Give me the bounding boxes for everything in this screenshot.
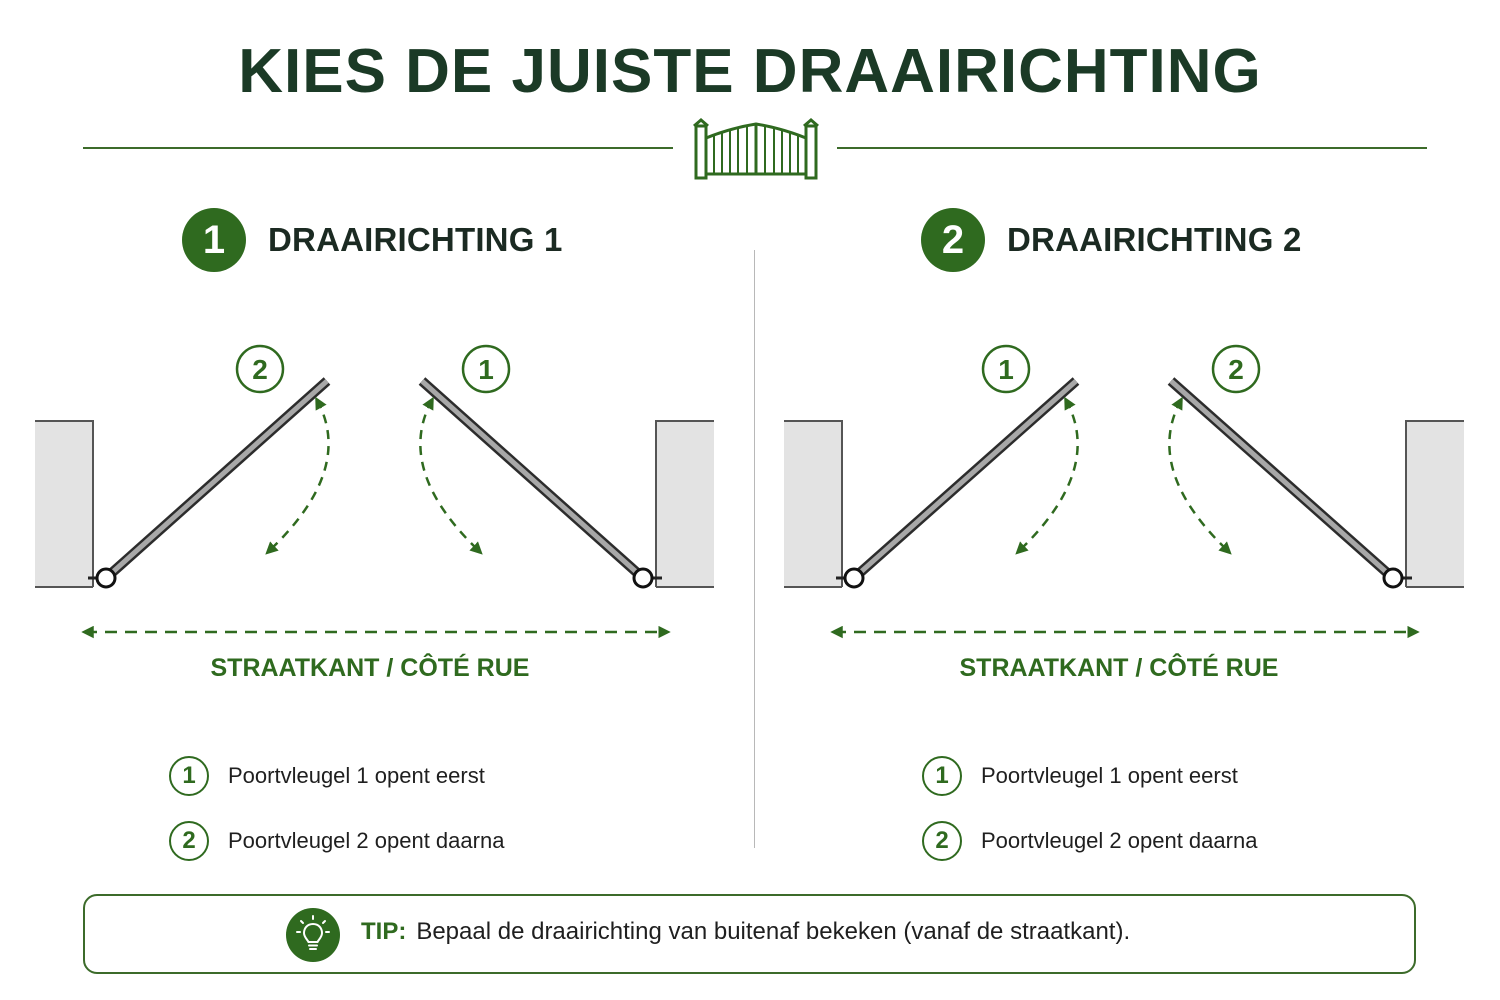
section-2-legend-item: 2 Poortvleugel 2 opent daarna [922, 821, 1257, 861]
legend-number: 2 [922, 821, 962, 861]
right-pillar [656, 421, 714, 587]
right-swing-arrow [1168, 396, 1232, 555]
section-2-title: DRAAIRICHTING 2 [1007, 221, 1302, 258]
section-2-legend-item: 1 Poortvleugel 1 opent eerst [922, 756, 1238, 796]
left-hinge [843, 567, 865, 589]
lightbulb-icon [286, 908, 340, 962]
right-leaf-number: 1 [478, 354, 494, 385]
gate-icon [693, 118, 819, 180]
section-2-street-label: STRAATKANT / CÔTÉ RUE [959, 654, 1279, 682]
diagram-2: 1 2 [784, 344, 1464, 639]
header-rule-left [83, 147, 673, 149]
left-leaf-number: 2 [252, 354, 268, 385]
section-1-number: 1 [182, 208, 246, 272]
right-hinge [1382, 567, 1404, 589]
section-1-street-label: STRAATKANT / CÔTÉ RUE [210, 654, 530, 682]
tip-message: Bepaal de draairichting van buitenaf bek… [416, 918, 1131, 945]
right-leaf-number: 2 [1228, 354, 1244, 385]
section-2-header: 2 DRAAIRICHTING 2 [921, 208, 1302, 272]
section-1-legend-item: 2 Poortvleugel 2 opent daarna [169, 821, 504, 861]
tip-label: TIP: [361, 918, 407, 945]
section-1-header: 1 DRAAIRICHTING 1 [182, 208, 563, 272]
diagram-1: 2 1 [35, 344, 714, 639]
section-divider [754, 250, 755, 848]
header-rule-right [837, 147, 1427, 149]
section-1-title: DRAAIRICHTING 1 [268, 221, 563, 258]
left-swing-arrow [1015, 396, 1079, 555]
tip-box: TIP: Bepaal de draairichting van buitenaf… [83, 894, 1416, 974]
left-pillar [35, 421, 93, 587]
legend-number: 1 [169, 756, 209, 796]
legend-text: Poortvleugel 2 opent daarna [981, 828, 1258, 853]
page-title: KIES DE JUISTE DRAAIRICHTING [238, 37, 1262, 106]
legend-text: Poortvleugel 2 opent daarna [228, 828, 505, 853]
tip-text: TIP: Bepaal de draairichting van buitenaf… [361, 918, 1130, 946]
right-swing-arrow [419, 396, 483, 555]
left-leaf-number: 1 [998, 354, 1014, 385]
legend-number: 1 [922, 756, 962, 796]
right-hinge [632, 567, 654, 589]
legend-text: Poortvleugel 1 opent eerst [981, 763, 1238, 788]
left-swing-arrow [265, 396, 330, 555]
section-2-number: 2 [921, 208, 985, 272]
left-pillar [784, 421, 842, 587]
legend-number: 2 [169, 821, 209, 861]
right-pillar [1406, 421, 1464, 587]
left-hinge [95, 567, 117, 589]
section-1-legend-item: 1 Poortvleugel 1 opent eerst [169, 756, 485, 796]
legend-text: Poortvleugel 1 opent eerst [228, 763, 485, 788]
